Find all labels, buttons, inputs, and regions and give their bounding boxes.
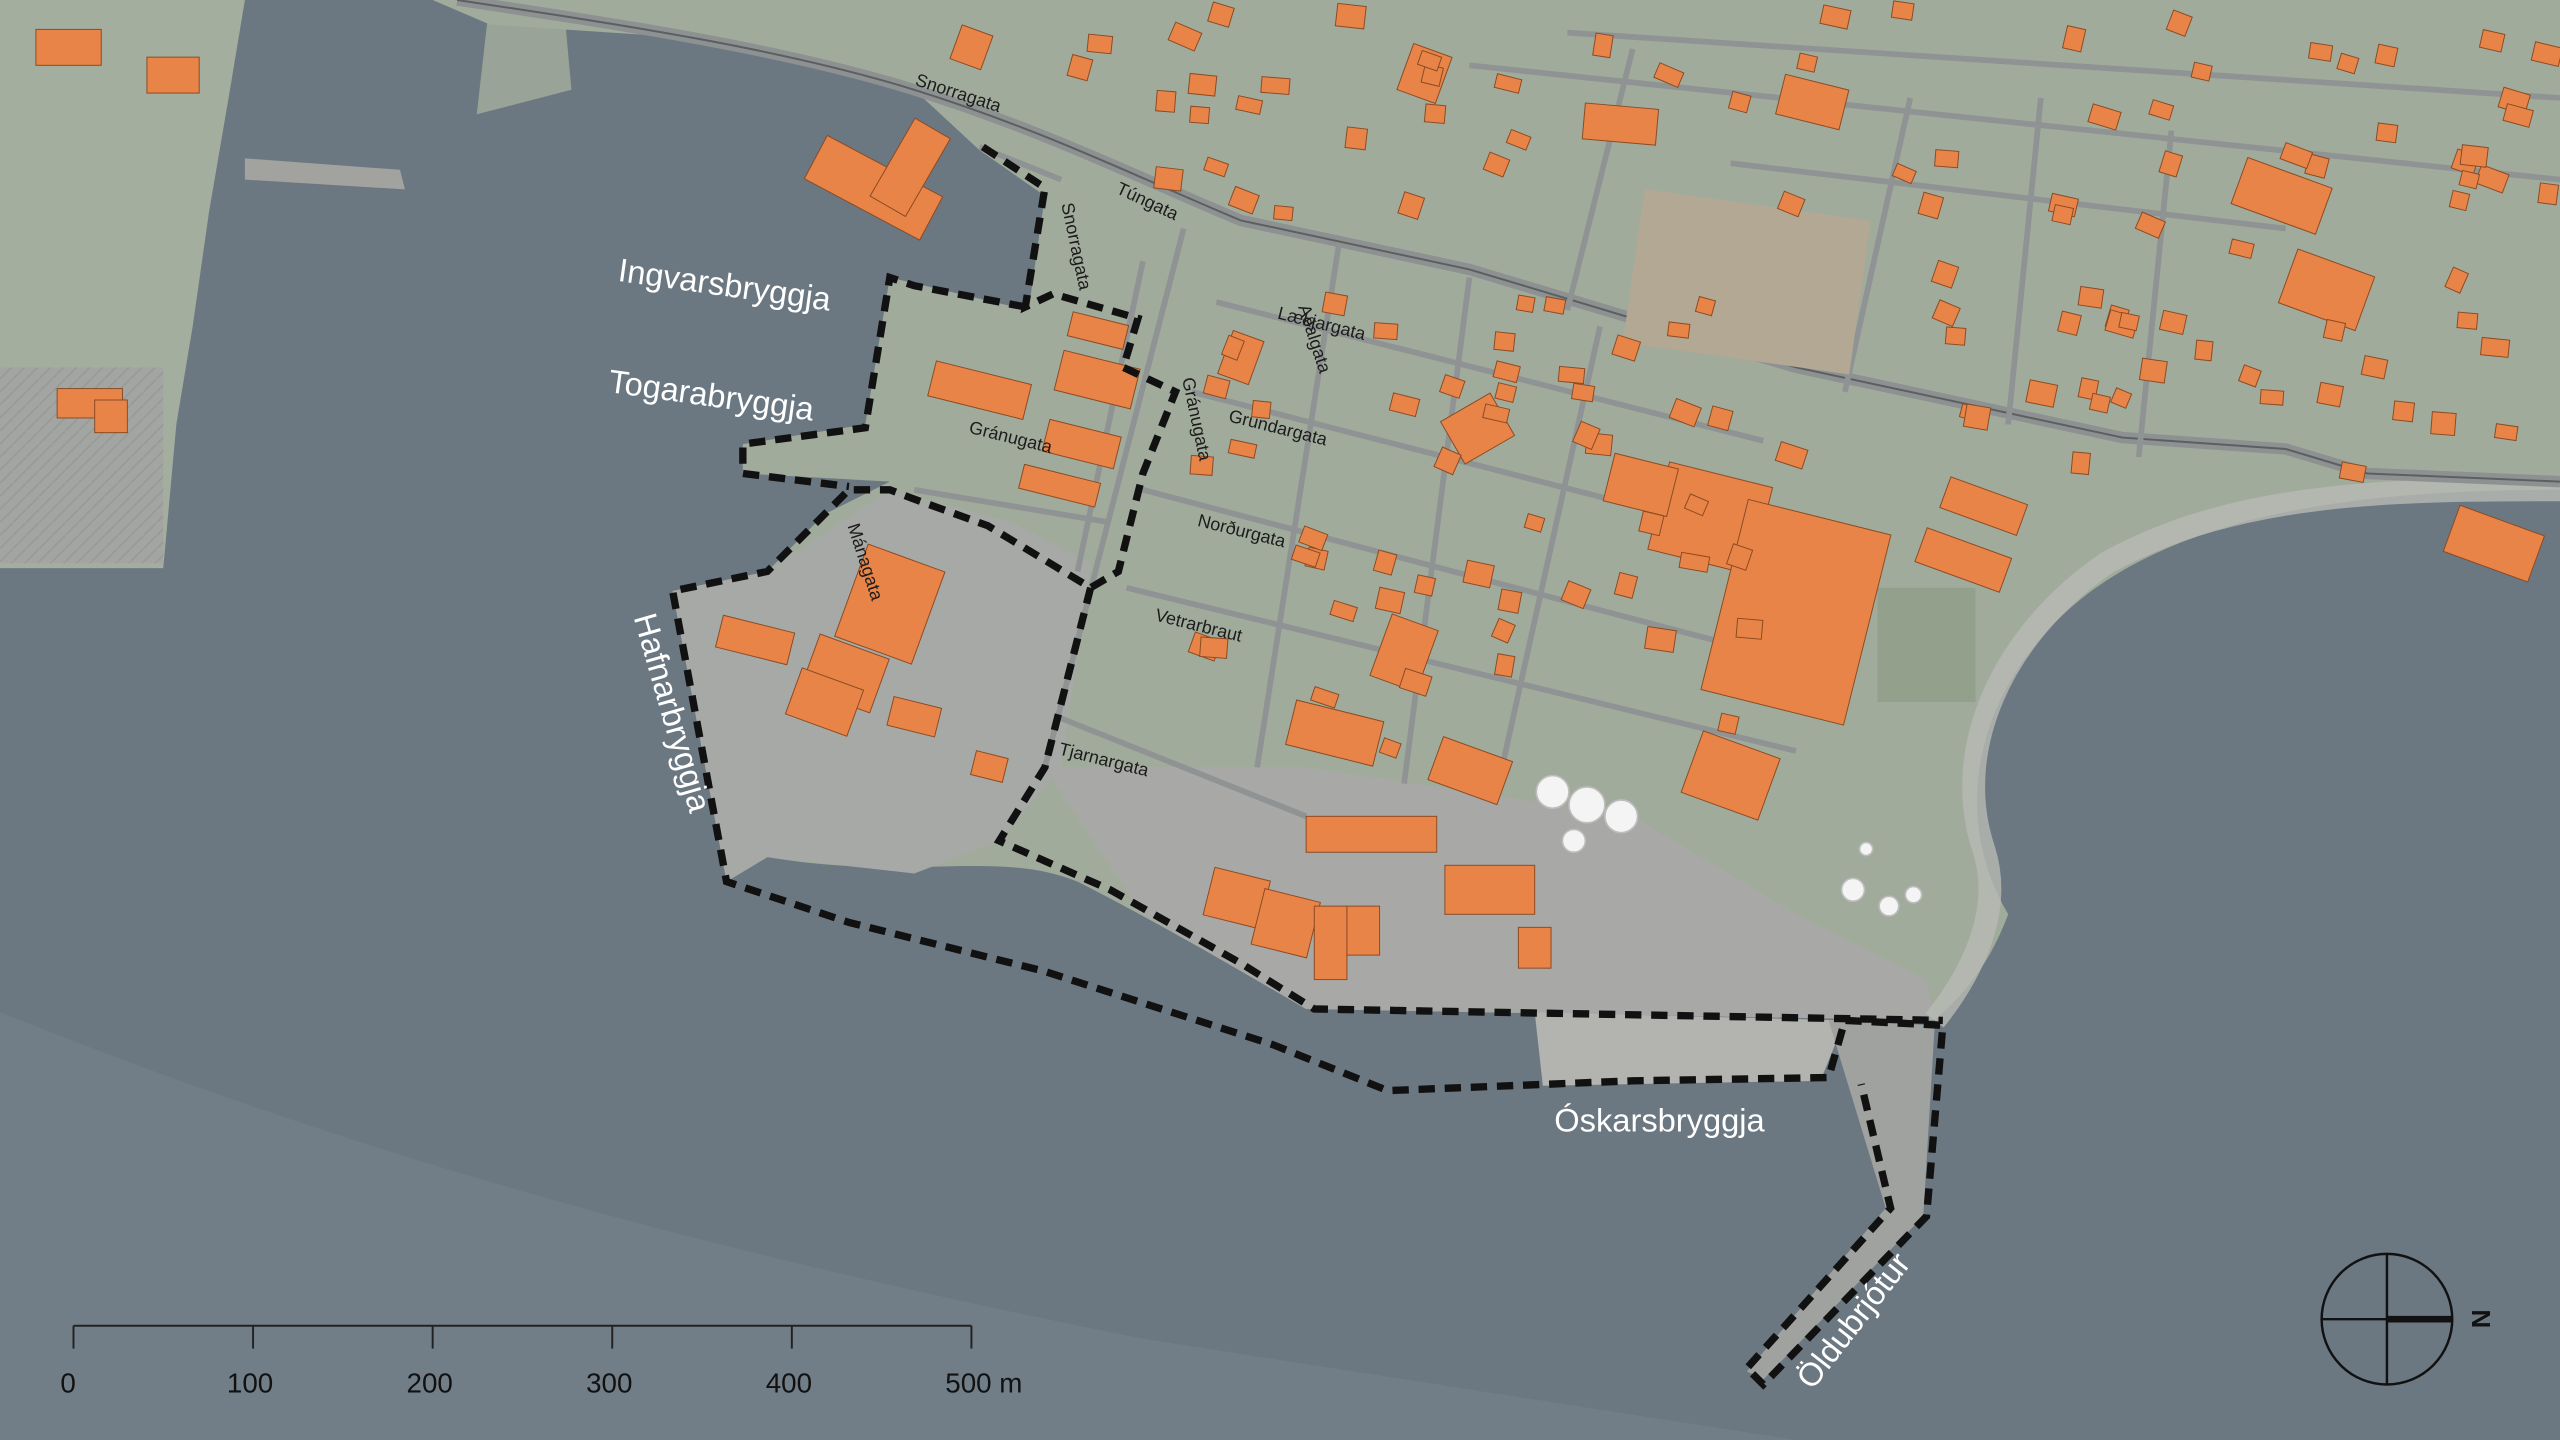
scale-bar: 0 100 200 300 400 500 m [60, 1324, 1022, 1399]
west-breakwater [244, 158, 405, 190]
north-label: N [2466, 1309, 2496, 1328]
north-pier [476, 0, 572, 115]
scale-label-100: 100 [227, 1368, 273, 1399]
north-arrow-icon: N [2320, 1252, 2496, 1386]
oldubrjotur-breakwater-land [1746, 1020, 1935, 1380]
main-road-line [456, 0, 2560, 483]
green-field [1877, 587, 1976, 703]
scale-label-400: 400 [766, 1368, 812, 1399]
scale-label-500: 500 m [945, 1368, 1022, 1399]
buildings-layer [35, 0, 2560, 981]
planning-boundary [668, 143, 1947, 1390]
oskarsbryggja-quay [1534, 1012, 1845, 1086]
water-shimmer [0, 1012, 1796, 1440]
scale-label-300: 300 [586, 1368, 632, 1399]
scale-label-200: 200 [407, 1368, 453, 1399]
planning-boundary-inner [993, 586, 1943, 1025]
sports-field [1622, 188, 1871, 375]
harbor-paved-area [672, 489, 1091, 882]
storage-tanks [1535, 774, 1923, 917]
scale-label-0: 0 [60, 1368, 75, 1399]
planning-boundary-north [739, 272, 1026, 491]
rock-shoreline [1925, 478, 2560, 1028]
label-oskarsbryggja: Óskarsbryggja [1554, 1101, 1765, 1138]
